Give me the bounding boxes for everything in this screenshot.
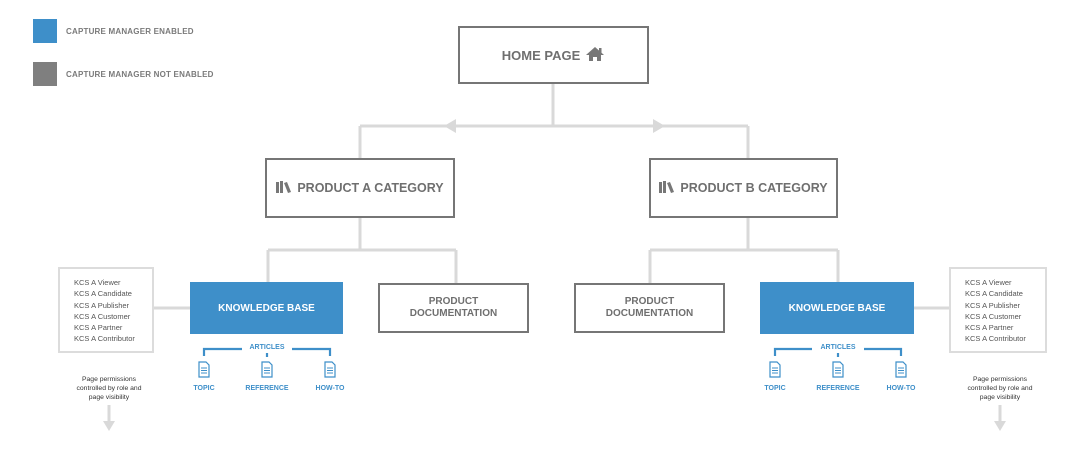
role-item: KCS A Candidate: [74, 289, 132, 299]
role-item: KCS A Viewer: [74, 278, 121, 287]
legend-enabled-label: CAPTURE MANAGER ENABLED: [66, 27, 194, 36]
document-icon: [198, 361, 210, 378]
article-type-topic: TOPIC: [193, 385, 215, 392]
legend-enabled-swatch: [33, 19, 57, 43]
product-b-roles-box: KCS A Viewer KCS A Candidate KCS A Publi…: [949, 267, 1047, 353]
permissions-note-line: controlled by role and: [967, 385, 1033, 392]
article-type-reference: REFERENCE: [245, 385, 289, 392]
document-icon: [324, 361, 336, 378]
role-item: KCS A Customer: [74, 311, 131, 321]
role-item: KCS A Contributor: [965, 334, 1026, 344]
product-a-category-label: PRODUCT A CATEGORY: [297, 181, 444, 195]
product-a-category-box: PRODUCT A CATEGORY: [265, 158, 455, 218]
document-icon: [769, 361, 781, 378]
role-item: KCS A Viewer: [965, 278, 1012, 287]
article-type-reference: REFERENCE: [816, 385, 860, 392]
home-page-box: HOME PAGE: [458, 26, 649, 84]
product-b-category-label: PRODUCT B CATEGORY: [680, 181, 828, 195]
article-type-how-to: HOW-TO: [886, 385, 916, 392]
product-a-knowledge-base-box: KNOWLEDGE BASE: [190, 282, 343, 334]
article-type-topic: TOPIC: [764, 385, 786, 392]
legend-not-enabled-label: CAPTURE MANAGER NOT ENABLED: [66, 70, 214, 79]
document-icon: [832, 361, 844, 378]
product-b-articles-label: ARTICLES: [820, 344, 856, 351]
product-b-permissions-note: Page permissions controlled by role and …: [955, 375, 1045, 402]
role-item: KCS A Partner: [74, 323, 123, 333]
books-icon: [276, 180, 292, 196]
product-b-knowledge-base-box: KNOWLEDGE BASE: [760, 282, 914, 334]
product-a-documentation-box: PRODUCT DOCUMENTATION: [378, 283, 529, 333]
permissions-note-line: controlled by role and: [76, 385, 142, 392]
legend-not-enabled-swatch: [33, 62, 57, 86]
permissions-note-line: page visibility: [88, 394, 130, 401]
permissions-note-line: page visibility: [979, 394, 1021, 401]
product-a-documentation-line1: PRODUCT: [428, 296, 479, 307]
product-b-documentation-line2: DOCUMENTATION: [605, 308, 694, 319]
role-item: KCS A Candidate: [965, 289, 1023, 299]
product-b-category-box: PRODUCT B CATEGORY: [649, 158, 838, 218]
product-b-knowledge-base-label: KNOWLEDGE BASE: [788, 302, 886, 314]
role-item: KCS A Publisher: [965, 300, 1021, 310]
product-b-documentation-box: PRODUCT DOCUMENTATION: [574, 283, 725, 333]
role-item: KCS A Publisher: [74, 300, 130, 310]
product-a-documentation-line2: DOCUMENTATION: [409, 308, 498, 319]
role-item: KCS A Partner: [965, 323, 1014, 333]
role-item: KCS A Contributor: [74, 334, 135, 344]
product-a-permissions-note: Page permissions controlled by role and …: [64, 375, 154, 402]
document-icon: [895, 361, 907, 378]
document-icon: [261, 361, 273, 378]
product-a-knowledge-base-label: KNOWLEDGE BASE: [218, 302, 315, 314]
product-b-documentation-line1: PRODUCT: [624, 296, 675, 307]
article-type-how-to: HOW-TO: [315, 385, 345, 392]
role-item: KCS A Customer: [965, 311, 1022, 321]
permissions-note-line: Page permissions: [81, 376, 137, 383]
home-icon: [585, 46, 605, 65]
product-a-roles-box: KCS A Viewer KCS A Candidate KCS A Publi…: [58, 267, 154, 353]
home-page-label: HOME PAGE: [501, 47, 581, 63]
product-a-articles-label: ARTICLES: [249, 344, 285, 351]
books-icon: [659, 180, 675, 196]
permissions-note-line: Page permissions: [972, 376, 1028, 383]
